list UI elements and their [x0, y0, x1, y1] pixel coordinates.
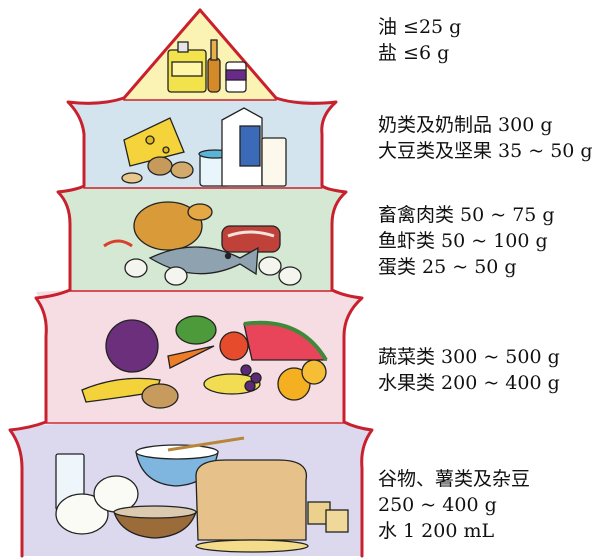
chopsticks [167, 436, 245, 452]
crackers [325, 509, 349, 533]
egg [164, 266, 188, 286]
oil-line: 油 ≤25 g [378, 16, 462, 38]
vegetable-line: 蔬菜类 300 ~ 500 g [378, 346, 560, 368]
grape [240, 364, 252, 376]
salt-line: 盐 ≤6 g [378, 42, 450, 64]
red-cabbage [105, 319, 159, 373]
protein-illustration [103, 201, 302, 286]
peanuts [121, 172, 143, 184]
soy-nuts-line: 大豆类及坚果 35 ~ 50 g [378, 140, 593, 162]
milk-carton-band [239, 125, 261, 167]
protein-label: 畜禽肉类 50 ~ 75 g 鱼虾类 50 ~ 100 g 蛋类 25 ~ 50… [378, 202, 555, 280]
cheese-hole [145, 135, 155, 145]
egg [278, 266, 302, 286]
dairy-line: 奶类及奶制品 300 g [378, 114, 553, 136]
fish-eye [224, 252, 232, 260]
orange [301, 359, 327, 385]
beans-top [113, 505, 197, 519]
dairy-soy-label: 奶类及奶制品 300 g 大豆类及坚果 35 ~ 50 g [378, 112, 593, 164]
steak-fat [227, 230, 275, 238]
grains-illustration [55, 436, 349, 553]
egg-line: 蛋类 25 ~ 50 g [378, 256, 517, 278]
grains-amount-line: 250 ~ 400 g [378, 494, 497, 516]
shrimp [103, 239, 133, 248]
salt-jar-label [225, 69, 247, 81]
oil-salt-label: 油 ≤25 g 盐 ≤6 g [378, 14, 461, 66]
tomato [219, 331, 249, 361]
pagoda-outline [8, 8, 374, 558]
water-line: 水 1 200 mL [378, 520, 495, 542]
dairy-soy-illustration [121, 107, 287, 187]
milk-tall-glass [261, 137, 287, 187]
oil-salt-illustration [167, 39, 247, 93]
walnut [170, 161, 194, 179]
roast-chicken [133, 201, 203, 251]
cheese-hole [162, 146, 170, 154]
leafy-greens [175, 315, 217, 345]
fish-shrimp-line: 鱼虾类 50 ~ 100 g [378, 230, 548, 252]
chicken-leg [187, 203, 213, 221]
grains-water-label: 谷物、薯类及杂豆 250 ~ 400 g 水 1 200 mL [378, 466, 530, 544]
grains-line: 谷物、薯类及杂豆 [378, 468, 531, 490]
oil-cruet-neck [210, 39, 218, 61]
grape [250, 372, 262, 384]
egg [258, 256, 282, 276]
bread-loaf [195, 459, 308, 541]
pasta [195, 539, 309, 553]
oil-bottle-cap [177, 41, 189, 53]
potato [141, 383, 179, 409]
fruit-line: 水果类 200 ~ 400 g [378, 372, 560, 394]
veg-fruit-illustration [81, 315, 328, 409]
oil-bottle-label [171, 61, 203, 77]
grape [244, 380, 256, 392]
rice-top [135, 444, 219, 460]
veg-fruit-label: 蔬菜类 300 ~ 500 g 水果类 200 ~ 400 g [378, 344, 560, 396]
carrot [167, 345, 215, 369]
meat-line: 畜禽肉类 50 ~ 75 g [378, 204, 555, 226]
watermelon-rind [243, 320, 328, 362]
bean-bowl [113, 511, 197, 539]
egg [124, 258, 148, 278]
steamed-bun [55, 493, 109, 535]
